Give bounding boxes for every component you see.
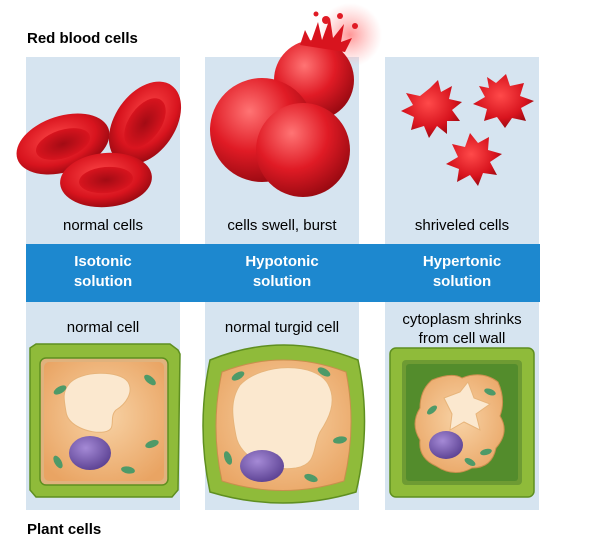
rbc-shriveled-1 — [401, 80, 462, 138]
rbc-swollen-2 — [256, 103, 350, 197]
rbc-normal-3 — [60, 152, 152, 208]
rbc-label-hypotonic: cells swell, burst — [227, 217, 337, 234]
plant-label-hypertonic-line2: from cell wall — [418, 330, 506, 347]
solution-band — [26, 244, 540, 302]
rbc-label-hypertonic: shriveled cells — [414, 217, 510, 234]
hypotonic-line1: Hypotonic — [245, 253, 319, 270]
red-blood-cells-heading: Red blood cells — [27, 30, 138, 47]
rbc-label-isotonic: normal cells — [62, 217, 144, 234]
plant-label-isotonic: normal cell — [66, 319, 140, 336]
plant-cell-turgid — [202, 344, 366, 504]
plant-label-hypertonic-line1: cytoplasm shrinks — [402, 311, 522, 328]
hypotonic-solution-label: Hypotonic solution — [205, 252, 359, 292]
hypertonic-solution-label: Hypertonic solution — [385, 252, 539, 292]
plant-cell-plasmolyzed — [389, 347, 535, 498]
rbc-normal-2 — [108, 81, 182, 165]
plant-cell-normal — [29, 343, 181, 498]
hypertonic-line2: solution — [432, 273, 492, 290]
rbc-shriveled-3 — [446, 133, 502, 186]
isotonic-line1: Isotonic — [74, 253, 132, 270]
isotonic-line2: solution — [73, 273, 133, 290]
hypotonic-line2: solution — [252, 273, 312, 290]
hypertonic-line1: Hypertonic — [422, 253, 502, 270]
rbc-shriveled-2 — [473, 74, 534, 128]
isotonic-solution-label: Isotonic solution — [26, 252, 180, 292]
plant-label-hypotonic: normal turgid cell — [224, 319, 340, 336]
plant-cells-heading: Plant cells — [27, 521, 102, 538]
